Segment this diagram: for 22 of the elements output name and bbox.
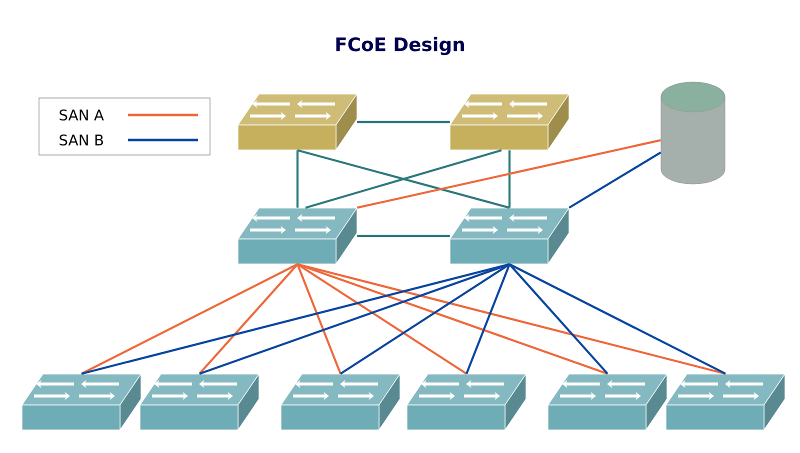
connector-line — [356, 139, 661, 209]
connector-line — [508, 150, 511, 208]
connector-line — [508, 264, 608, 374]
legend-label: SAN A — [60, 109, 104, 121]
connector-line — [357, 120, 450, 124]
legend-label: SAN B — [60, 134, 103, 146]
storage-cylinder — [660, 82, 726, 184]
connector-line — [568, 152, 662, 209]
connector-line — [199, 263, 510, 375]
connector-line — [297, 263, 608, 375]
connector-line — [81, 263, 298, 375]
connector-line — [296, 150, 299, 208]
title: FCoE Design — [336, 36, 464, 56]
connector-line — [509, 263, 726, 375]
connector-line — [198, 264, 298, 374]
connector-line — [296, 263, 468, 375]
connector-line — [466, 264, 510, 374]
connector-line — [357, 234, 450, 238]
connector-line — [81, 263, 510, 375]
connector-line — [296, 264, 342, 374]
connector-line — [297, 263, 726, 375]
connector-line — [340, 263, 510, 375]
